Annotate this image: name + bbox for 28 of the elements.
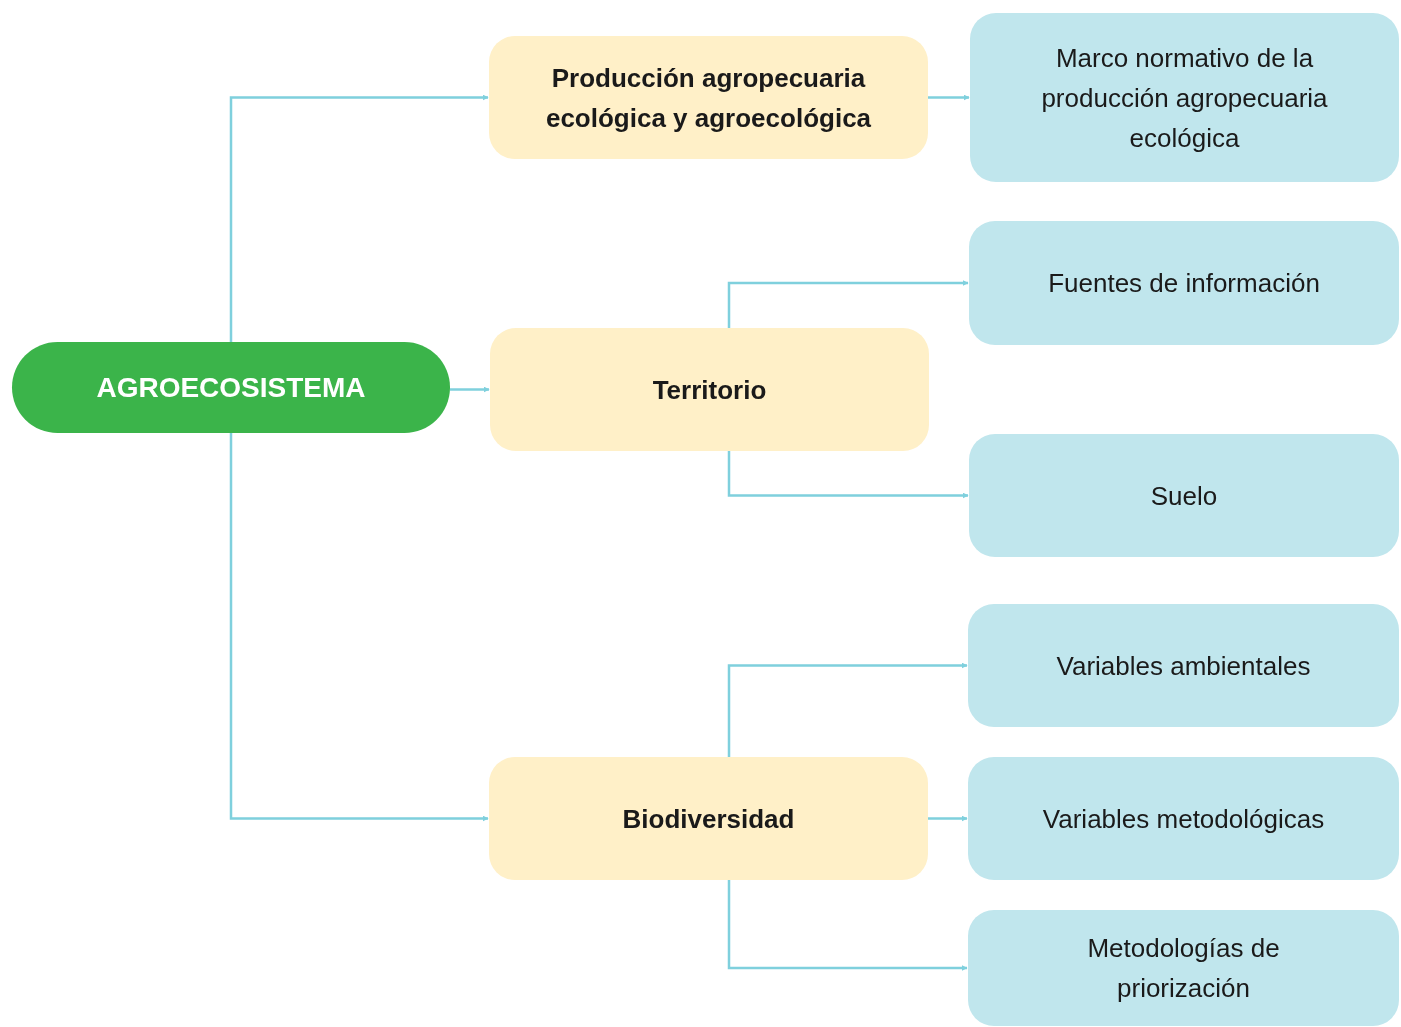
connector-arrow xyxy=(229,94,489,342)
node-label: Biodiversidad xyxy=(622,802,795,836)
subtopic-box xyxy=(968,604,1399,727)
connector-arrow xyxy=(229,433,489,822)
subtopic-box xyxy=(968,757,1399,880)
connector-arrow xyxy=(928,815,968,822)
subtopic-box xyxy=(970,13,1399,182)
connector-arrow xyxy=(727,880,968,971)
node-label: Variables metodológicas xyxy=(1042,802,1325,836)
connector-arrow xyxy=(450,386,490,393)
node-label: AGROECOSISTEMA xyxy=(96,370,366,405)
node-label: Marco normativo de la producción agropecuaria ecológica xyxy=(1040,41,1329,155)
topic-box xyxy=(489,757,928,880)
topic-box xyxy=(489,36,928,159)
node-label: Producción agropecuaria ecológica y agroecológica xyxy=(544,61,873,135)
topic-box xyxy=(490,328,929,451)
connector-arrow xyxy=(727,280,969,328)
subtopic-box xyxy=(969,434,1399,557)
node-label: Suelo xyxy=(1150,479,1218,513)
node-label: Territorio xyxy=(652,373,767,407)
connector-arrow xyxy=(727,451,969,499)
subtopic-box xyxy=(968,910,1399,1026)
connector-arrow xyxy=(727,662,968,757)
node-label: Fuentes de información xyxy=(1048,267,1320,300)
connector-arrow xyxy=(928,94,970,101)
node-label: Variables ambientales xyxy=(1056,649,1311,683)
subtopic-box xyxy=(969,221,1399,345)
node-label: Metodologías de priorización xyxy=(1086,932,1281,1005)
